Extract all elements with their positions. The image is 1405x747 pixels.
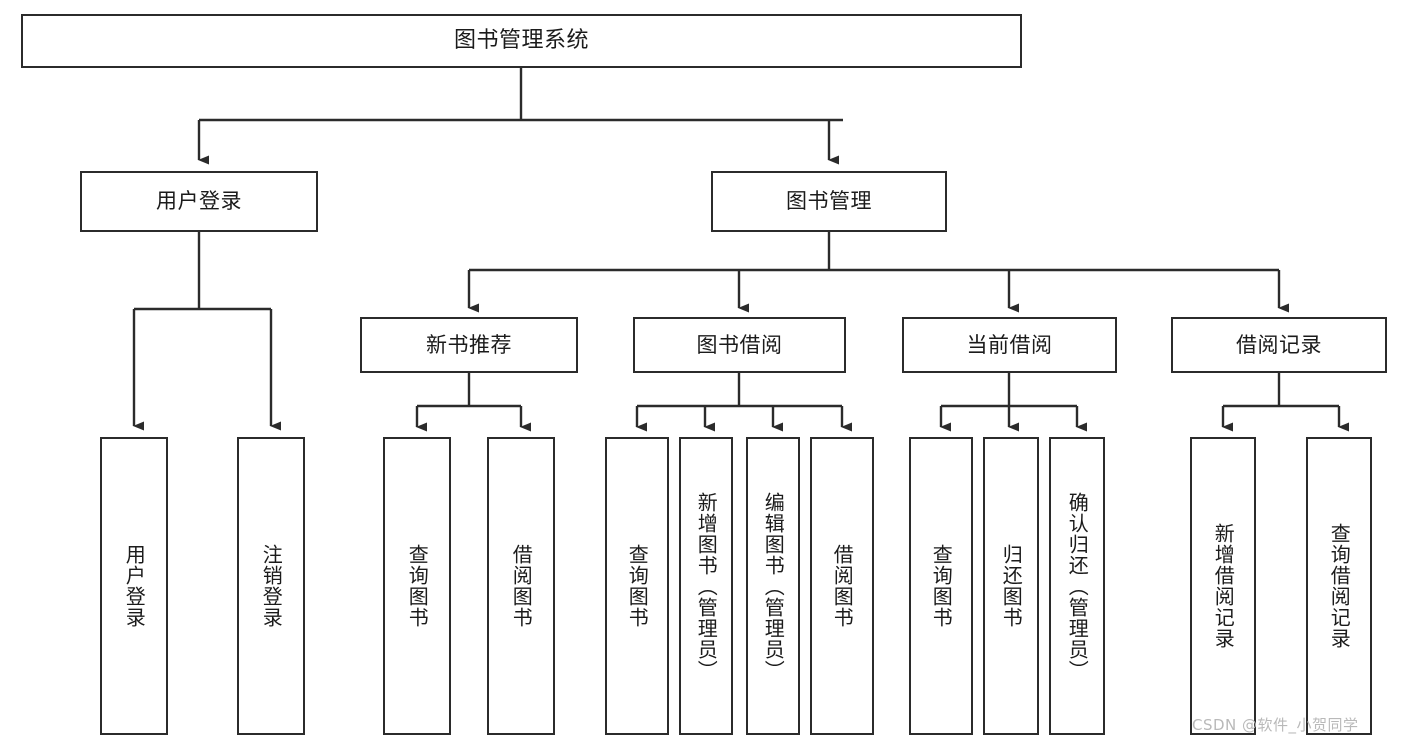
leaf-bb-borrow-book-label: 借阅图书 [830,544,855,628]
node-new-book-recommend-label: 新书推荐 [426,332,512,357]
node-new-book-recommend[interactable]: 新书推荐 [360,317,578,373]
node-user-login[interactable]: 用户登录 [80,171,318,232]
leaf-bb-query-book[interactable]: 查询图书 [605,437,669,735]
leaf-cb-query-book-label: 查询图书 [929,544,954,628]
node-root-system[interactable]: 图书管理系统 [21,14,1022,68]
leaf-bb-borrow-book[interactable]: 借阅图书 [810,437,874,735]
leaf-br-query-record-label: 查询借阅记录 [1327,523,1352,649]
leaf-br-query-record[interactable]: 查询借阅记录 [1306,437,1372,735]
leaf-cb-confirm-return[interactable]: 确认归还（管理员） [1049,437,1105,735]
leaf-cb-confirm-return-label: 确认归还（管理员） [1065,491,1090,681]
leaf-bb-edit-book[interactable]: 编辑图书（管理员） [746,437,800,735]
leaf-bb-edit-book-label: 编辑图书（管理员） [761,491,786,681]
leaf-cb-return-book[interactable]: 归还图书 [983,437,1039,735]
node-book-borrow[interactable]: 图书借阅 [633,317,846,373]
leaf-nb-query-book[interactable]: 查询图书 [383,437,451,735]
leaf-cb-return-book-label: 归还图书 [999,544,1024,628]
node-book-manage-label: 图书管理 [786,189,872,214]
leaf-nb-query-book-label: 查询图书 [405,544,430,628]
node-user-login-label: 用户登录 [156,189,242,214]
node-root-system-label: 图书管理系统 [453,28,589,54]
leaf-cb-query-book[interactable]: 查询图书 [909,437,973,735]
leaf-nb-borrow-book[interactable]: 借阅图书 [487,437,555,735]
node-borrow-record-label: 借阅记录 [1236,332,1322,357]
leaf-logout[interactable]: 注销登录 [237,437,305,735]
leaf-user-login-label: 用户登录 [122,544,147,628]
node-book-manage[interactable]: 图书管理 [711,171,947,232]
node-current-borrow-label: 当前借阅 [966,332,1053,357]
watermark-text: CSDN @软件_小贺同学 [1192,716,1359,734]
leaf-bb-add-book-label: 新增图书（管理员） [694,491,719,681]
leaf-bb-query-book-label: 查询图书 [625,544,650,628]
node-current-borrow[interactable]: 当前借阅 [902,317,1117,373]
leaf-bb-add-book[interactable]: 新增图书（管理员） [679,437,733,735]
leaf-logout-label: 注销登录 [259,544,284,628]
node-borrow-record[interactable]: 借阅记录 [1171,317,1387,373]
leaf-nb-borrow-book-label: 借阅图书 [509,544,534,628]
leaf-br-add-record-label: 新增借阅记录 [1211,523,1236,649]
leaf-user-login[interactable]: 用户登录 [100,437,168,735]
leaf-br-add-record[interactable]: 新增借阅记录 [1190,437,1256,735]
node-book-borrow-label: 图书借阅 [696,332,783,357]
